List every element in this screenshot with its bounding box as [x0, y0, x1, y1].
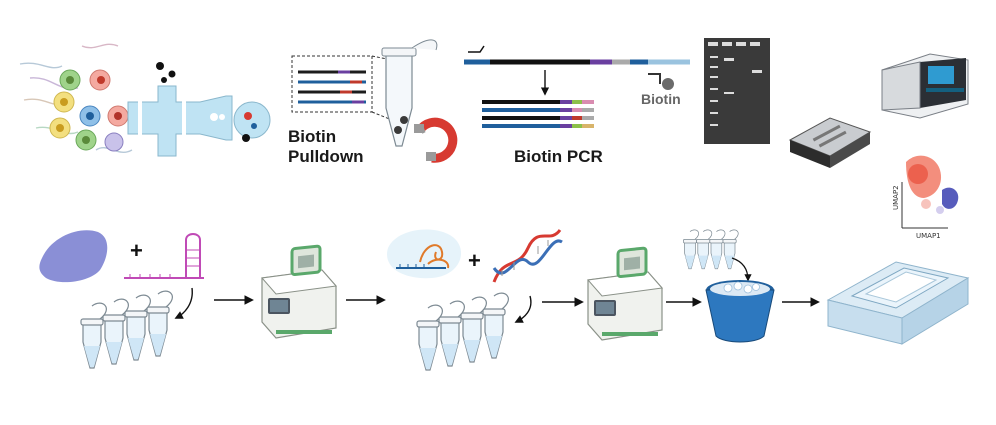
biotin-pulldown-label-line1: Biotin — [288, 127, 336, 146]
thermocycler-icon — [260, 244, 338, 340]
microfluidic-chip-icon — [127, 60, 271, 162]
plus-sign-2: + — [468, 248, 481, 273]
flow-cell-icon — [826, 261, 970, 345]
umap-plot-icon: UMAP2 UMAP1 — [892, 155, 959, 240]
ice-bucket-icon — [705, 280, 775, 343]
umap-x-label: UMAP1 — [916, 232, 941, 240]
biotin-tag-icon — [648, 73, 674, 90]
tube-strip-1 — [80, 290, 173, 369]
magnet-icon — [414, 117, 458, 163]
rna-protein-complex-icon — [387, 229, 462, 279]
cells-icon — [19, 43, 133, 153]
protein-icon — [39, 230, 108, 283]
tube-icon — [381, 39, 438, 147]
gel-icon — [704, 38, 770, 144]
umap-y-label: UMAP2 — [892, 185, 900, 210]
pulldown-inset — [291, 55, 393, 121]
tube-strip-2 — [416, 292, 509, 371]
tube-strip-3 — [683, 229, 739, 270]
biotin-pulldown-label-line2: Pulldown — [288, 147, 364, 166]
pcr-template-strand — [464, 45, 690, 96]
thermocycler-icon-2 — [586, 246, 664, 342]
pcr-products — [482, 100, 594, 128]
plus-sign-1: + — [130, 238, 143, 263]
biotin-tag-label: Biotin — [641, 91, 681, 107]
curved-arrow-1 — [174, 287, 193, 319]
biotin-pcr-label: Biotin PCR — [514, 147, 603, 166]
curved-arrow-2 — [514, 295, 532, 323]
sequencer-icon — [881, 53, 969, 119]
rna-hairpin-icon — [124, 233, 204, 279]
chip-reader-icon — [788, 117, 872, 168]
curved-arrow-3 — [731, 257, 752, 282]
dna-helix-icon — [492, 228, 563, 283]
